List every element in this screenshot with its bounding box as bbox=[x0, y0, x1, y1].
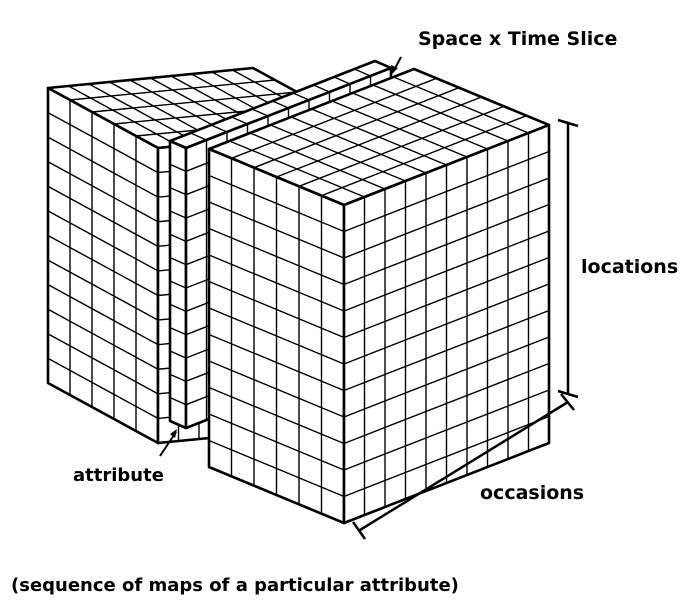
slice-pointer-arrowhead bbox=[391, 65, 398, 74]
block-back-side-face bbox=[46, 86, 160, 445]
locations-bracket-bottom-tick bbox=[557, 389, 579, 399]
block-front-front-face bbox=[342, 123, 551, 525]
diagram-caption: (sequence of maps of a particular attrib… bbox=[11, 575, 459, 596]
locations-bracket-top-tick bbox=[557, 118, 579, 128]
front-data-block bbox=[207, 67, 551, 525]
block-front-side-face bbox=[207, 147, 346, 525]
annotation-marks bbox=[159, 56, 579, 540]
space-time-slice-label: Space x Time Slice bbox=[418, 28, 618, 50]
attribute-label: attribute bbox=[73, 465, 164, 486]
attribute-pointer-arrowhead bbox=[170, 429, 177, 438]
occasions-bracket-line bbox=[359, 400, 569, 532]
occasions-bracket-left-tick bbox=[351, 521, 367, 540]
occasions-label: occasions bbox=[480, 482, 585, 504]
block-slice-side-face bbox=[168, 139, 188, 430]
occasions-bracket-right-tick bbox=[560, 393, 575, 411]
locations-label: locations bbox=[581, 256, 679, 278]
